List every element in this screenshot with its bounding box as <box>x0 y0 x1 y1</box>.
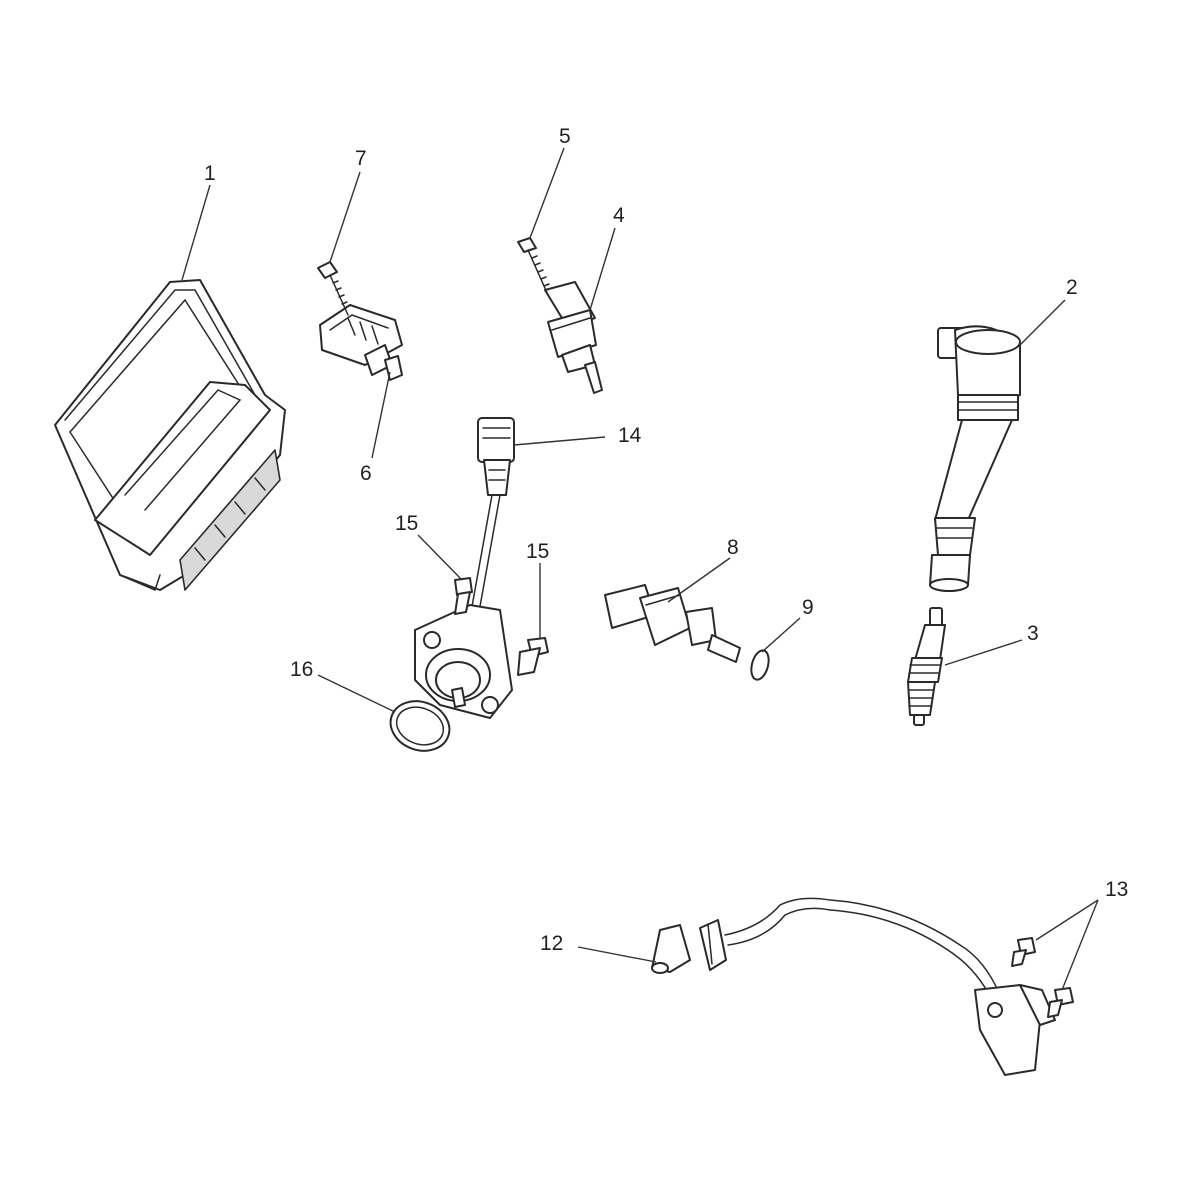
bracket-part <box>974 984 1056 1076</box>
callout-15-left: 15 <box>395 512 418 535</box>
sensor-flange <box>414 604 513 719</box>
screw-part-7 <box>317 261 349 316</box>
ecu-module <box>54 279 286 592</box>
callout-4: 4 <box>613 204 625 227</box>
callout-9: 9 <box>802 596 814 619</box>
bolt-part-15-left <box>454 577 473 615</box>
callout-labels: 1 2 3 4 5 6 7 8 9 12 13 14 15 15 16 <box>204 125 1128 955</box>
leader-lines <box>181 147 1099 991</box>
callout-13: 13 <box>1105 878 1128 901</box>
screw-part-5 <box>517 237 550 296</box>
screw-part-13-lower <box>1047 987 1074 1018</box>
washer-part-9 <box>750 649 770 681</box>
callout-2: 2 <box>1066 276 1078 299</box>
callout-16: 16 <box>290 658 313 681</box>
callout-6: 6 <box>360 462 372 485</box>
callout-15-right: 15 <box>526 540 549 563</box>
spark-plug <box>907 607 946 726</box>
callout-12: 12 <box>540 932 563 955</box>
pipe-part-12 <box>651 897 1016 1056</box>
callout-7: 7 <box>355 147 367 170</box>
ignition-coil <box>929 325 1021 592</box>
o-ring-part-16 <box>389 700 451 752</box>
sensor-part-8 <box>604 584 741 663</box>
sensor-part-4 <box>544 281 603 394</box>
callout-5: 5 <box>559 125 571 148</box>
screw-part-13-upper <box>1011 937 1036 967</box>
sensor-part-6 <box>319 304 403 381</box>
callout-1: 1 <box>204 162 216 185</box>
callout-8: 8 <box>727 536 739 559</box>
callout-3: 3 <box>1027 622 1039 645</box>
bolt-part-15-right <box>517 637 549 676</box>
callout-14: 14 <box>618 424 642 447</box>
